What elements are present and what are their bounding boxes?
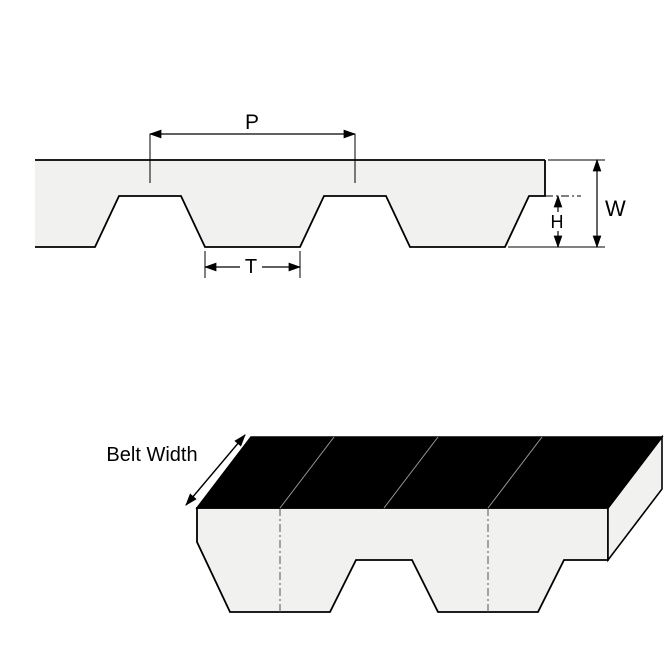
tooth-height-label-bg <box>548 212 568 231</box>
belt-width-arrow <box>185 434 246 506</box>
belt-tooth-profile <box>35 160 546 248</box>
belt-thickness-label: W <box>605 196 626 221</box>
top-face-centerline-1 <box>279 436 335 509</box>
pitch-label: P <box>245 111 259 134</box>
cross-section-view: P T H W <box>35 111 626 278</box>
belt-width-label: Belt Width <box>106 444 197 466</box>
tooth-width-label-bg <box>240 256 262 277</box>
top-face-centerline-2 <box>383 436 439 509</box>
belt-front-face <box>196 507 609 613</box>
belt-cross-section-fill <box>35 160 545 247</box>
isometric-view: Belt Width <box>106 434 664 613</box>
tooth-height-label: H <box>551 212 564 232</box>
top-face-centerline-3 <box>487 436 543 509</box>
tooth-width-label: T <box>245 256 257 278</box>
